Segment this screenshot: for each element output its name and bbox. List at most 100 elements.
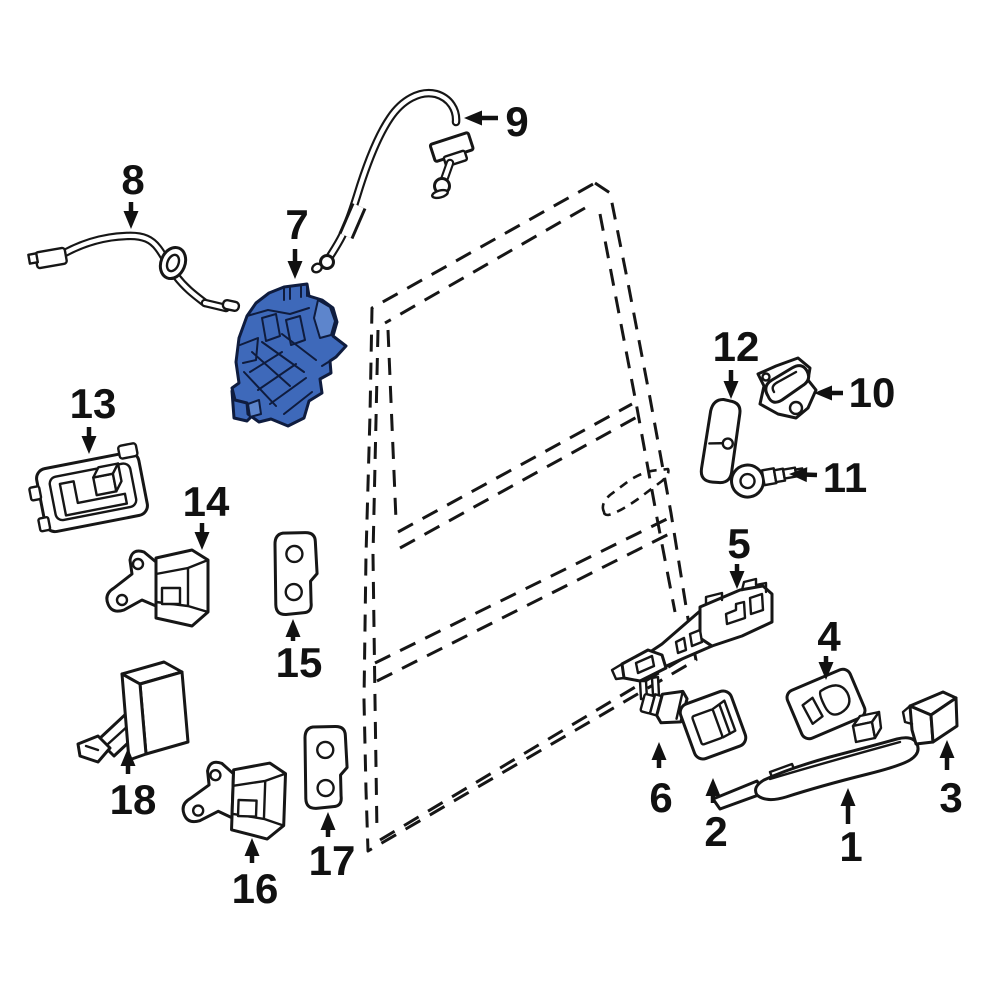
part-number-9: 9 bbox=[505, 98, 528, 145]
actuator-hatch-lines bbox=[243, 333, 317, 415]
plate-hole-upper bbox=[316, 740, 335, 760]
handle-cube-side bbox=[870, 710, 883, 740]
hinge-channel-hole bbox=[160, 586, 182, 606]
part-17-lower-hinge-plate bbox=[303, 725, 349, 810]
leader-arrowhead-icon bbox=[789, 467, 808, 483]
part-callout-9: 9 bbox=[464, 98, 529, 145]
striker-hole-upper bbox=[761, 372, 771, 382]
bracket-cutout-b bbox=[748, 592, 765, 616]
cable-ferrule-core bbox=[341, 204, 364, 238]
part-18-door-check-strap bbox=[76, 660, 190, 764]
door-inner-lines bbox=[371, 206, 693, 842]
part-callout-3: 3 bbox=[939, 740, 963, 821]
part-3-handle-end-cap bbox=[901, 690, 959, 746]
part-number-3: 3 bbox=[939, 774, 962, 821]
part-number-18: 18 bbox=[110, 776, 157, 823]
end-plate-slot bbox=[634, 654, 656, 675]
part-10-door-striker bbox=[756, 356, 818, 420]
cap-front bbox=[908, 704, 935, 746]
plate-body bbox=[273, 531, 319, 617]
part-callout-1: 1 bbox=[839, 788, 863, 870]
stud-flange bbox=[431, 188, 449, 200]
cable-core bbox=[326, 91, 459, 261]
gasket-opening bbox=[818, 684, 851, 716]
part-number-13: 13 bbox=[70, 380, 117, 427]
part-callout-16: 16 bbox=[232, 838, 278, 912]
part-callout-5: 5 bbox=[727, 520, 751, 589]
bolt-head-socket bbox=[739, 472, 756, 490]
mount-tab-upper bbox=[28, 485, 43, 502]
check-box-front bbox=[138, 670, 190, 756]
part-number-7: 7 bbox=[285, 201, 308, 248]
part-number-1: 1 bbox=[839, 823, 862, 870]
part-number-6: 6 bbox=[649, 774, 672, 821]
end-plate-tip bbox=[610, 662, 626, 681]
part-15-upper-hinge-plate bbox=[273, 531, 319, 617]
part-2-handle-bezel bbox=[678, 689, 748, 761]
lock-knob-side bbox=[111, 462, 123, 493]
end-prong-b bbox=[650, 675, 661, 697]
grommet-body-line bbox=[675, 692, 684, 720]
hinge-hole-lower bbox=[191, 804, 205, 817]
part-number-10: 10 bbox=[849, 369, 896, 416]
door-handle-recess bbox=[601, 467, 670, 517]
part-callout-11: 11 bbox=[789, 454, 867, 501]
hinge-wing bbox=[181, 760, 235, 824]
door-outer-outline bbox=[362, 181, 698, 853]
window-front-edge bbox=[386, 329, 398, 521]
arm-cutout-a bbox=[688, 628, 704, 648]
cap-tab bbox=[901, 704, 914, 726]
leader-arrowhead-icon bbox=[840, 788, 856, 806]
cable-core bbox=[47, 233, 208, 306]
leader-arrowhead-icon bbox=[244, 838, 260, 856]
cable-end-connector bbox=[34, 246, 68, 270]
leader-arrowhead-icon bbox=[651, 742, 667, 760]
actuator-panel-lines bbox=[239, 307, 347, 367]
cable-eyelet-tip bbox=[311, 262, 323, 274]
cable-eyelet bbox=[319, 254, 335, 270]
plate-hole-lower bbox=[316, 778, 335, 798]
mount-tab-lower bbox=[37, 516, 52, 533]
part-number-4: 4 bbox=[817, 613, 841, 660]
part-number-5: 5 bbox=[727, 520, 750, 567]
cable-grommet-hole bbox=[165, 253, 181, 273]
stud-core bbox=[441, 160, 453, 183]
part-number-14: 14 bbox=[183, 478, 230, 525]
leader-arrowhead-icon bbox=[287, 261, 303, 279]
part-number-11: 11 bbox=[823, 454, 867, 501]
actuator-facet-light bbox=[313, 299, 336, 339]
hinge-channel-hole bbox=[236, 798, 258, 818]
part-callout-4: 4 bbox=[817, 613, 841, 680]
part-callout-10: 10 bbox=[814, 369, 895, 416]
part-9-outside-release-cable bbox=[311, 88, 475, 274]
part-16-lower-door-hinge bbox=[181, 760, 288, 841]
lower-body-crease bbox=[374, 516, 676, 683]
striker-hole-lower bbox=[788, 400, 804, 416]
cable-end-pin bbox=[221, 298, 241, 313]
leader-arrowhead-icon bbox=[464, 110, 482, 126]
part-callout-14: 14 bbox=[183, 478, 230, 550]
hinge-hole-lower bbox=[115, 593, 129, 607]
leader-arrowhead-icon bbox=[120, 748, 136, 766]
hinge-wing bbox=[105, 549, 158, 613]
check-box-side bbox=[120, 672, 148, 762]
leader-arrowhead-icon bbox=[814, 385, 832, 401]
hinge-hole-upper bbox=[131, 557, 145, 571]
plate-hole-upper bbox=[285, 544, 304, 564]
part-13-interior-door-handle bbox=[28, 442, 149, 534]
part-number-2: 2 bbox=[704, 808, 727, 855]
leader-arrowhead-icon bbox=[194, 532, 210, 550]
plate-hole-lower bbox=[284, 582, 303, 602]
leader-arrowhead-icon bbox=[723, 381, 739, 399]
part-callout-7: 7 bbox=[285, 201, 309, 279]
bracket-cutout-a bbox=[724, 600, 747, 626]
part-number-8: 8 bbox=[121, 156, 144, 203]
part-number-17: 17 bbox=[309, 837, 356, 884]
leader-arrowhead-icon bbox=[123, 211, 139, 229]
part-8-inside-release-cable bbox=[27, 231, 241, 313]
leader-arrowhead-icon bbox=[729, 571, 745, 589]
part-4-handle-gasket bbox=[785, 667, 867, 741]
part-11-striker-bolt bbox=[730, 463, 805, 499]
